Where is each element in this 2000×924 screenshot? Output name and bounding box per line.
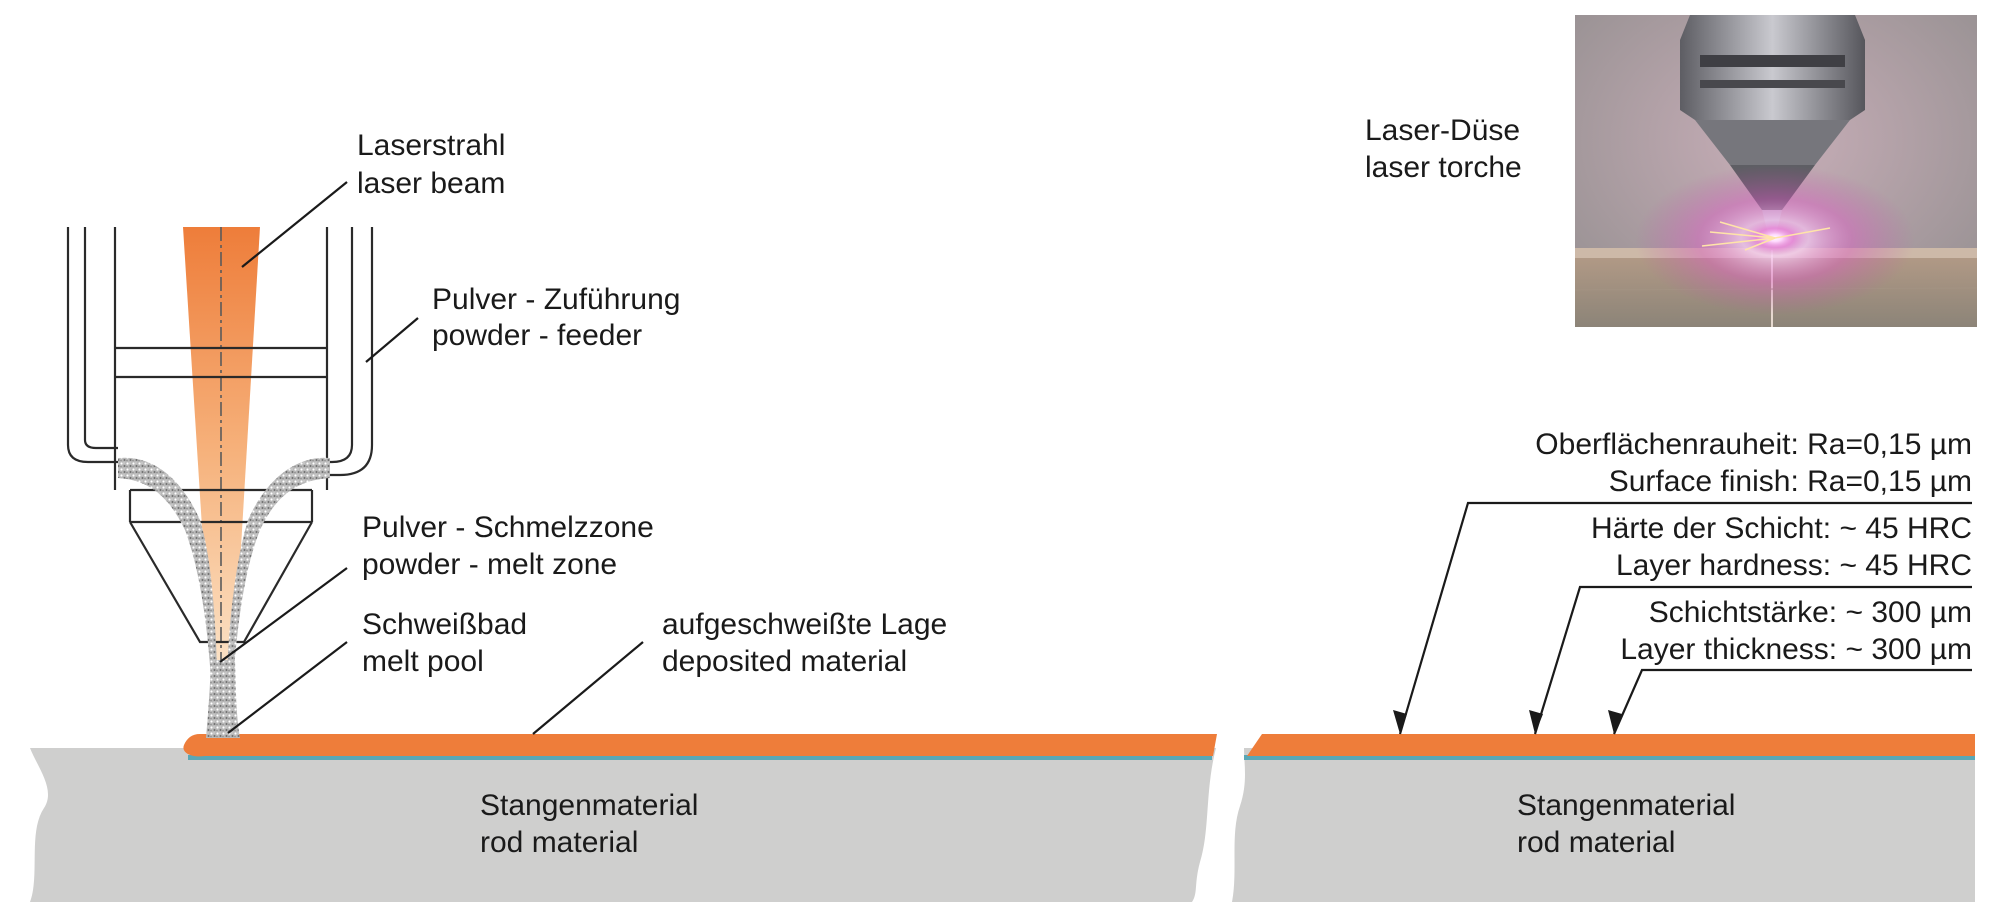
- label-rod-material-left-en: rod material: [480, 826, 638, 859]
- spec-thickness-de: Schichtstärke: ~ 300 µm: [1649, 596, 1972, 629]
- left-rod-material: [30, 748, 1216, 902]
- label-powder-melt-zone: Pulver - Schmelzzone powder - melt zone: [362, 511, 654, 581]
- label-deposited-material-de: aufgeschweißte Lage: [662, 608, 947, 641]
- label-powder-feeder-en: powder - feeder: [432, 319, 642, 352]
- right-deposited-layer: [1247, 734, 1975, 756]
- label-powder-feeder-de: Pulver - Zuführung: [432, 283, 680, 316]
- left-leaders: [219, 181, 644, 735]
- label-laser-beam-en: laser beam: [357, 167, 505, 200]
- label-powder-melt-zone-en: powder - melt zone: [362, 548, 617, 581]
- laser-head: [66, 227, 374, 738]
- spec-hardness: Härte der Schicht: ~ 45 HRC Layer hardne…: [1591, 512, 1972, 582]
- label-deposited-material: aufgeschweißte Lage deposited material: [662, 608, 947, 678]
- label-melt-pool: Schweißbad melt pool: [362, 608, 527, 678]
- label-rod-material-right-de: Stangenmaterial: [1517, 789, 1735, 822]
- right-substrate: [1232, 734, 1975, 902]
- label-powder-melt-zone-de: Pulver - Schmelzzone: [362, 511, 654, 544]
- label-melt-pool-de: Schweißbad: [362, 608, 527, 641]
- label-laser-torch-de: Laser-Düse: [1365, 114, 1520, 147]
- label-melt-pool-en: melt pool: [362, 645, 484, 678]
- label-laser-torch: Laser-Düse laser torche: [1365, 114, 1522, 184]
- label-rod-material-left-de: Stangenmaterial: [480, 789, 698, 822]
- melt-pool-shape: [186, 734, 254, 756]
- powder-melt-zone-shape: [206, 660, 240, 738]
- label-deposited-material-en: deposited material: [662, 645, 907, 678]
- spec-surface-en: Surface finish: Ra=0,15 µm: [1609, 465, 1972, 498]
- label-powder-feeder: Pulver - Zuführung powder - feeder: [432, 283, 680, 352]
- spec-leaders: [1398, 501, 1972, 735]
- right-rod-material: [1232, 748, 1975, 902]
- label-laser-torch-en: laser torche: [1365, 151, 1522, 184]
- spec-thickness-en: Layer thickness: ~ 300 µm: [1620, 633, 1972, 666]
- label-rod-material-left: Stangenmaterial rod material: [480, 789, 698, 859]
- label-laser-beam: Laserstrahl laser beam: [357, 129, 505, 200]
- spec-thickness: Schichtstärke: ~ 300 µm Layer thickness:…: [1620, 596, 1972, 666]
- right-interface-line: [1244, 755, 1975, 760]
- label-laser-beam-de: Laserstrahl: [357, 129, 505, 162]
- spec-hardness-de: Härte der Schicht: ~ 45 HRC: [1591, 512, 1972, 545]
- label-rod-material-right: Stangenmaterial rod material: [1517, 789, 1735, 859]
- spec-surface-de: Oberflächenrauheit: Ra=0,15 µm: [1535, 428, 1972, 461]
- left-deposited-layer: [183, 734, 1218, 757]
- laser-torch-photo: [1574, 15, 1978, 327]
- powder-stream-left: [118, 457, 218, 700]
- spec-surface: Oberflächenrauheit: Ra=0,15 µm Surface f…: [1535, 428, 1972, 498]
- left-interface-line: [188, 755, 1212, 760]
- left-substrate: [30, 734, 1218, 902]
- spec-arrowheads: [1393, 710, 1622, 734]
- label-rod-material-right-en: rod material: [1517, 826, 1675, 859]
- powder-stream-right: [226, 457, 330, 700]
- spec-hardness-en: Layer hardness: ~ 45 HRC: [1616, 549, 1972, 582]
